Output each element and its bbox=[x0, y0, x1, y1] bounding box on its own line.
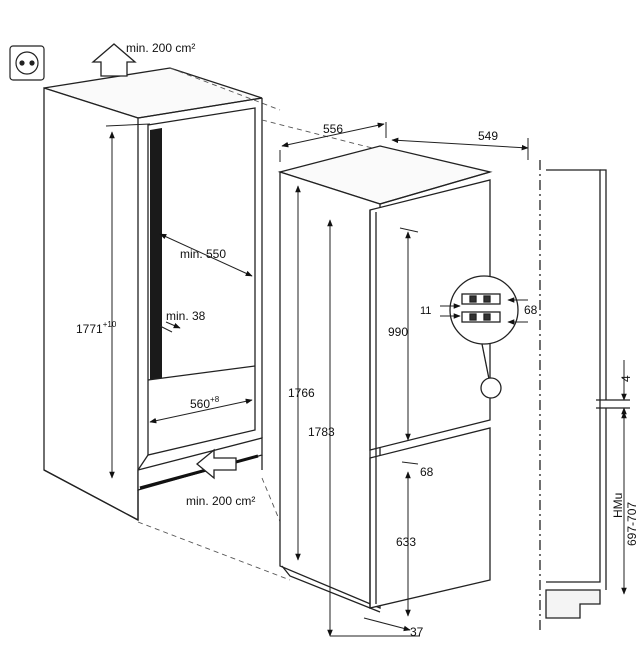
bottom-37-dimension bbox=[363, 617, 411, 632]
door-gap-68-dimension bbox=[401, 461, 419, 465]
dimension-1766-label: 1766 bbox=[288, 386, 315, 400]
hinge-detail-icon bbox=[449, 275, 519, 399]
dimension-37-label: 37 bbox=[410, 625, 424, 639]
dimension-4-label: 4 bbox=[619, 375, 633, 382]
detail-dimensions bbox=[440, 297, 528, 325]
niche-cabinet bbox=[43, 67, 263, 522]
niche-height-value: 1771 bbox=[76, 322, 103, 336]
appliance-depth-549-dimension bbox=[391, 137, 529, 160]
dimension-68-detail-label: 68 bbox=[524, 303, 538, 317]
niche-depth-dimension bbox=[159, 233, 253, 277]
dimension-556-label: 556 bbox=[323, 122, 343, 136]
hmu-range-label: 697-707 bbox=[625, 502, 639, 546]
niche-height-tolerance: +10 bbox=[103, 320, 117, 329]
top-vent-arrow-icon bbox=[91, 43, 137, 77]
dimension-633-label: 633 bbox=[396, 535, 416, 549]
dimension-68-mid-label: 68 bbox=[420, 465, 434, 479]
appliance-body bbox=[277, 145, 493, 613]
bottom-vent-label: min. 200 cm² bbox=[186, 494, 255, 508]
appliance-width-556-dimension bbox=[279, 122, 387, 162]
niche-depth-label: min. 550 bbox=[180, 247, 226, 261]
bottom-vent-arrow-icon bbox=[195, 448, 237, 480]
niche-height-label: 1771+10 bbox=[76, 320, 117, 336]
dimension-990-label: 990 bbox=[388, 325, 408, 339]
min-38-label: min. 38 bbox=[166, 309, 206, 323]
dimension-1783-label: 1783 bbox=[308, 425, 335, 439]
dimension-11-label: 11 bbox=[420, 305, 431, 317]
hmu-label: HMu bbox=[611, 493, 625, 518]
top-vent-label: min. 200 cm² bbox=[126, 41, 195, 55]
power-outlet-icon bbox=[9, 45, 45, 81]
niche-width-dimension bbox=[149, 398, 253, 424]
upper-door-990-dimension bbox=[399, 227, 419, 441]
appliance-height-1783-dimension bbox=[327, 219, 420, 637]
side-profile bbox=[539, 160, 630, 634]
niche-height-dimension bbox=[105, 123, 151, 479]
niche-width-label: 560+8 bbox=[190, 395, 220, 411]
niche-width-value: 560 bbox=[190, 397, 210, 411]
dimension-549-label: 549 bbox=[478, 129, 498, 143]
min-38-dimension bbox=[159, 321, 181, 333]
niche-width-tolerance: +8 bbox=[210, 395, 220, 404]
